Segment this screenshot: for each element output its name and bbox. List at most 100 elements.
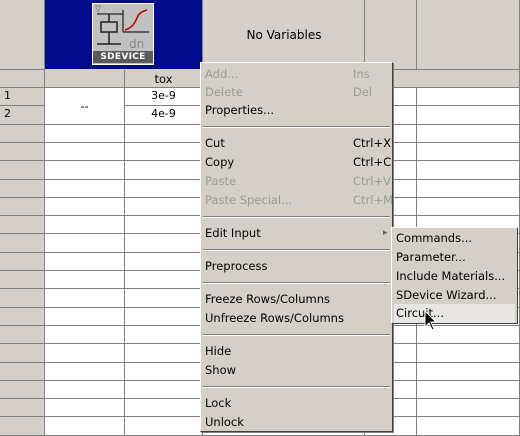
table-cell[interactable] [125, 234, 203, 253]
submenu-item-parameter[interactable]: Parameter... [396, 250, 466, 264]
row-header[interactable] [0, 381, 45, 399]
row-header[interactable] [0, 363, 45, 381]
table-cell[interactable] [417, 143, 520, 161]
row-header[interactable] [0, 344, 45, 363]
table-cell[interactable] [125, 198, 203, 216]
row-header[interactable] [0, 253, 45, 271]
row-header[interactable] [0, 198, 45, 216]
menu-separator [203, 249, 390, 251]
table-cell[interactable] [417, 344, 520, 363]
table-cell[interactable] [45, 289, 125, 308]
table-cell[interactable] [125, 180, 203, 198]
table-cell[interactable] [417, 363, 520, 381]
menu-item-show[interactable]: Show [205, 363, 237, 377]
table-cell[interactable] [417, 198, 520, 216]
menu-item-paste-special[interactable]: Paste Special...Ctrl+M [205, 193, 394, 207]
table-cell[interactable] [45, 363, 125, 381]
table-cell[interactable] [125, 161, 203, 180]
submenu-item-include-materials[interactable]: Include Materials... [396, 269, 506, 283]
menu-item-preprocess[interactable]: Preprocess [205, 259, 268, 273]
table-cell[interactable]: 3e-9 [125, 88, 203, 106]
table-cell[interactable] [45, 399, 125, 417]
table-cell[interactable] [125, 344, 203, 363]
table-cell[interactable] [417, 106, 520, 125]
row-header[interactable]: 1 [0, 88, 45, 106]
row-header[interactable] [0, 125, 45, 143]
table-cell[interactable] [417, 180, 520, 198]
menu-separator [203, 126, 390, 128]
row-header[interactable] [0, 180, 45, 198]
table-cell[interactable]: 4e-9 [125, 106, 203, 125]
menu-item-properties[interactable]: Properties... [205, 103, 275, 117]
table-cell[interactable] [417, 125, 520, 143]
menu-item-unfreeze[interactable]: Unfreeze Rows/Columns [205, 311, 344, 325]
row-header[interactable] [0, 234, 45, 253]
table-cell[interactable] [417, 161, 520, 180]
empty-header-1 [365, 0, 417, 70]
table-cell[interactable] [125, 271, 203, 289]
merged-node-cell[interactable]: -- [45, 88, 125, 125]
table-cell[interactable] [125, 326, 203, 344]
table-cell[interactable] [45, 271, 125, 289]
table-cell[interactable] [125, 125, 203, 143]
menu-item-add[interactable]: Add...Ins [205, 67, 370, 81]
table-cell[interactable] [45, 125, 125, 143]
table-cell[interactable] [45, 234, 125, 253]
row-header[interactable] [0, 326, 45, 344]
table-cell[interactable] [45, 216, 125, 234]
table-cell[interactable] [45, 143, 125, 161]
row-header[interactable]: 2 [0, 106, 45, 125]
tool-label: SDEVICE [93, 51, 153, 63]
table-cell[interactable] [125, 381, 203, 399]
device-simulation-icon: dn ∇ [94, 5, 149, 51]
table-cell[interactable] [417, 381, 520, 399]
table-cell[interactable] [45, 198, 125, 216]
corner-header [0, 0, 45, 70]
table-cell[interactable] [417, 399, 520, 417]
submenu-arrow-icon: ▸ [383, 228, 388, 238]
table-cell[interactable] [45, 180, 125, 198]
edit-input-submenu: Commands... Parameter... Include Materia… [391, 227, 518, 324]
menu-item-lock[interactable]: Lock [205, 396, 232, 410]
row-header[interactable] [0, 216, 45, 234]
table-cell[interactable] [125, 216, 203, 234]
row-header[interactable] [0, 143, 45, 161]
table-cell[interactable] [125, 363, 203, 381]
table-cell[interactable] [417, 88, 520, 106]
table-cell[interactable] [125, 143, 203, 161]
table-cell[interactable] [45, 253, 125, 271]
row-header[interactable] [0, 417, 45, 436]
table-cell[interactable] [45, 161, 125, 180]
menu-item-hide[interactable]: Hide [205, 344, 232, 358]
table-cell[interactable] [125, 253, 203, 271]
table-cell[interactable] [125, 308, 203, 326]
table-cell[interactable] [45, 344, 125, 363]
submenu-item-sdevice-wizard[interactable]: SDevice Wizard... [396, 288, 497, 302]
table-cell[interactable] [125, 289, 203, 308]
row-header[interactable] [0, 271, 45, 289]
menu-item-edit-input[interactable]: Edit Input▸ [205, 226, 388, 240]
table-cell[interactable] [125, 417, 203, 436]
table-cell[interactable] [45, 308, 125, 326]
param-column-header[interactable]: tox [125, 70, 203, 88]
menu-item-unlock[interactable]: Unlock [205, 415, 244, 429]
menu-item-freeze[interactable]: Freeze Rows/Columns [205, 292, 330, 306]
table-cell[interactable] [45, 417, 125, 436]
row-header[interactable] [0, 399, 45, 417]
table-cell[interactable] [417, 417, 520, 436]
table-cell[interactable] [45, 381, 125, 399]
row-header[interactable] [0, 289, 45, 308]
no-variables-label: No Variables [246, 27, 322, 42]
row-header[interactable] [0, 308, 45, 326]
submenu-item-circuit[interactable]: Circuit... [394, 304, 515, 323]
submenu-item-commands[interactable]: Commands... [396, 231, 473, 245]
table-cell[interactable] [45, 326, 125, 344]
sdevice-tool-header[interactable]: dn ∇ SDEVICE [45, 0, 203, 69]
row-header[interactable] [0, 161, 45, 180]
table-cell[interactable] [125, 399, 203, 417]
